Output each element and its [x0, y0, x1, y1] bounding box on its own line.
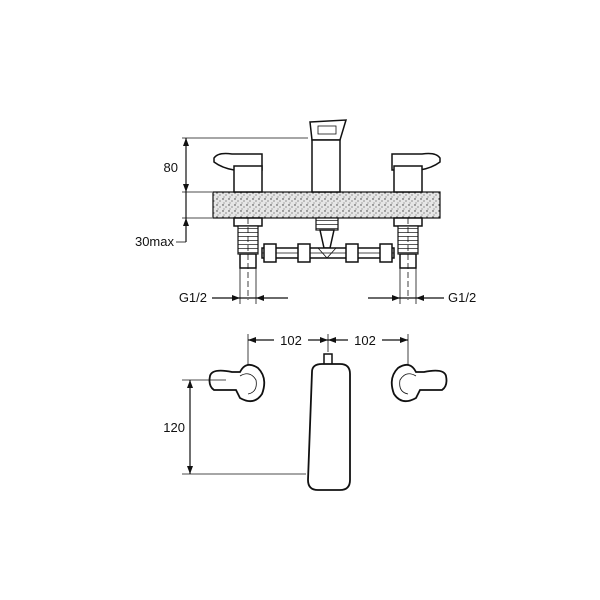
g12-left-label: G1/2: [179, 290, 207, 305]
left-handle-plan: [208, 363, 266, 403]
g12-right-label: G1/2: [448, 290, 476, 305]
front-elevation: 80 30max G1/2 G1/2: [135, 119, 476, 305]
right-handle-plan: [390, 363, 448, 403]
dim-height-80: 80: [164, 137, 308, 193]
dim-connection-right: G1/2: [368, 268, 476, 305]
dim-102-left-label: 102: [280, 333, 302, 348]
dim-102-right-label: 102: [354, 333, 376, 348]
dim-deck-30max: 30max: [135, 192, 212, 249]
dim-connection-left: G1/2: [179, 268, 288, 305]
spout-plan: [307, 353, 351, 491]
dim-spacing: 102 102: [247, 332, 409, 372]
dim-projection-120: 120: [163, 379, 306, 475]
countertop: [212, 191, 441, 219]
left-valve: [213, 152, 263, 269]
dim-120-label: 120: [163, 420, 185, 435]
connecting-pipes: [261, 243, 395, 263]
dim-30max-label: 30max: [135, 234, 175, 249]
plan-view: 102 102 120: [163, 332, 448, 491]
dim-80-label: 80: [164, 160, 178, 175]
spout: [309, 119, 348, 249]
